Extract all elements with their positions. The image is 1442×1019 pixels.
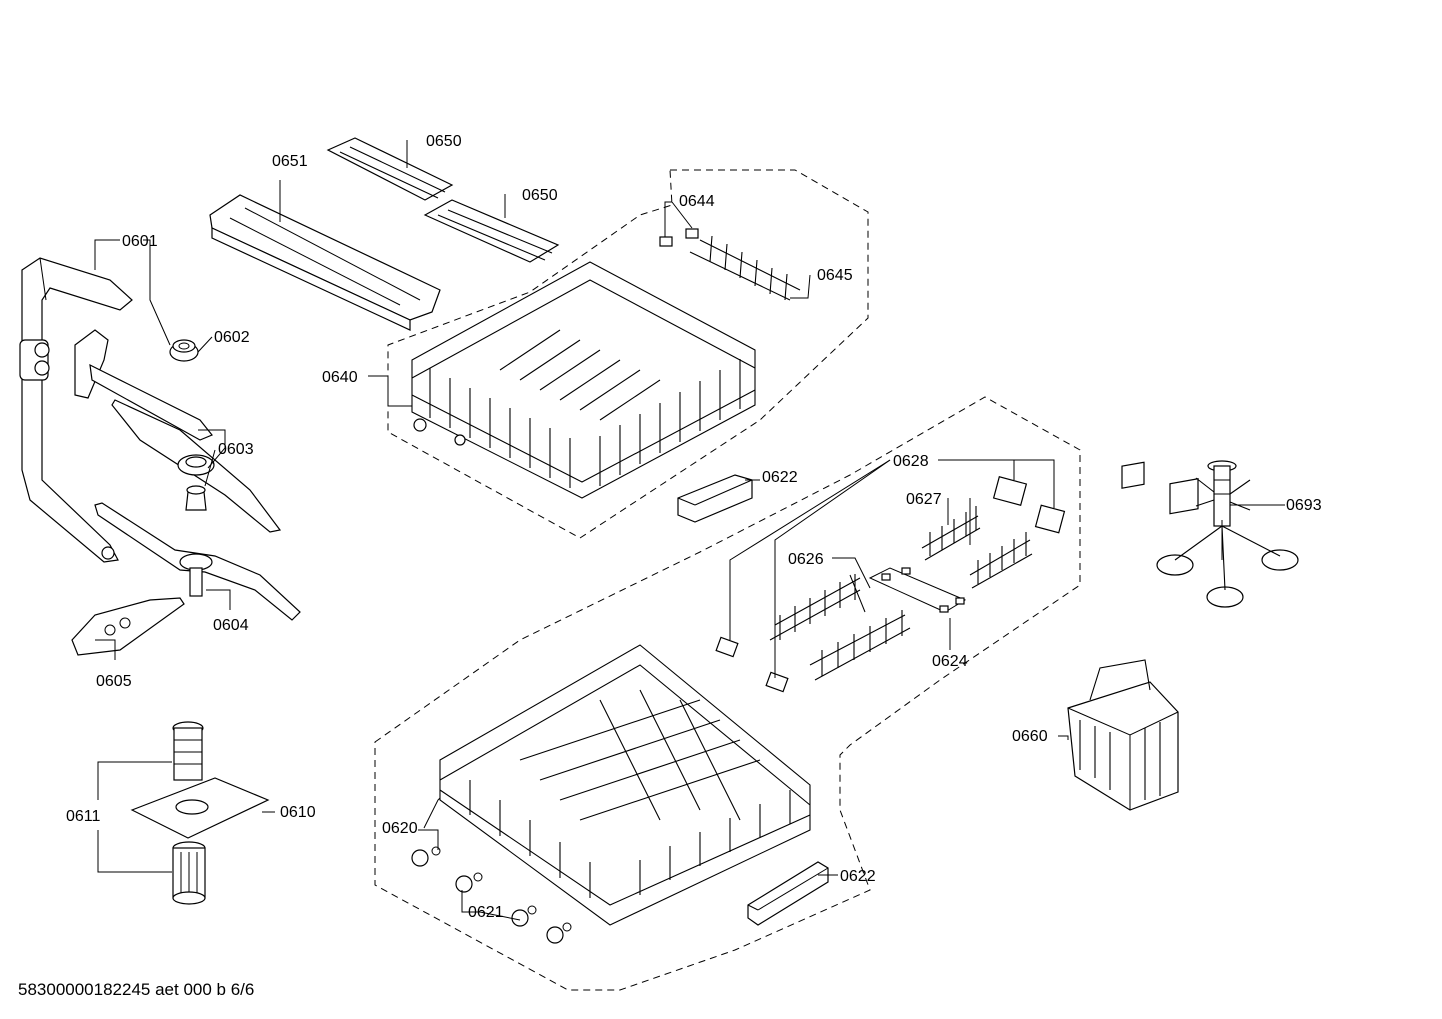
- bearing-ring-part: [169, 339, 199, 362]
- glass-holder-part: [1156, 460, 1299, 608]
- callout-0626: 0626: [788, 551, 824, 568]
- fine-filter-plate-part: [71, 597, 185, 656]
- filter-assembly-part: [130, 721, 270, 905]
- basket-wheel-part: [411, 846, 572, 944]
- upper-basket-group-outline: [387, 169, 869, 539]
- lower-basket-part: [439, 644, 811, 926]
- callout-0601: 0601: [122, 233, 158, 250]
- supply-pipe-part: [19, 257, 133, 563]
- upper-spray-arm-part: [74, 329, 282, 533]
- callout-0602: 0602: [214, 329, 250, 346]
- callout-0603: 0603: [218, 441, 254, 458]
- rail-part: [868, 567, 967, 613]
- callout-0624: 0624: [932, 653, 968, 670]
- tray-insert-part: [423, 199, 560, 263]
- tine-row-part: [809, 610, 911, 681]
- tine-row-part: [769, 574, 861, 641]
- basket-handle-part: [677, 474, 753, 523]
- callout-0620: 0620: [382, 820, 418, 837]
- callout-0621: 0621: [468, 904, 504, 921]
- callout-0627: 0627: [906, 491, 942, 508]
- callout-0660: 0660: [1012, 728, 1048, 745]
- basket-handle-part: [747, 861, 829, 926]
- tine-row-part: [921, 506, 981, 561]
- callout-0605: 0605: [96, 673, 132, 690]
- lower-spray-arm-part: [94, 502, 301, 621]
- callout-0640: 0640: [322, 369, 358, 386]
- callout-0644: 0644: [679, 193, 715, 210]
- clip-part: [715, 476, 1066, 693]
- tine-rack-part: [659, 228, 801, 301]
- callout-0650-bottom: 0650: [522, 187, 558, 204]
- callout-0628: 0628: [893, 453, 929, 470]
- document-id: 58300000182245 aet 000 b 6/6: [18, 980, 255, 999]
- callout-labels: 0601 0602 0603 0604 0605 0611 0610 0651 …: [66, 133, 1322, 921]
- callout-0611: 0611: [66, 808, 101, 825]
- callout-0622-upper: 0622: [762, 469, 798, 486]
- callout-0645: 0645: [817, 267, 853, 284]
- cutlery-tray-part: [209, 194, 441, 331]
- callout-0693: 0693: [1286, 497, 1322, 514]
- callout-0622-lower: 0622: [840, 868, 876, 885]
- tray-insert-part: [326, 137, 454, 201]
- callout-0604: 0604: [213, 617, 249, 634]
- callout-0610: 0610: [280, 804, 316, 821]
- callout-0651: 0651: [272, 153, 308, 170]
- lower-basket-group-outline: [374, 396, 1081, 991]
- leader-lines: [94, 140, 1285, 921]
- tine-row-part: [969, 532, 1033, 589]
- callout-0650-top: 0650: [426, 133, 462, 150]
- cutlery-basket-part: [1067, 461, 1199, 811]
- upper-basket-part: [411, 261, 756, 499]
